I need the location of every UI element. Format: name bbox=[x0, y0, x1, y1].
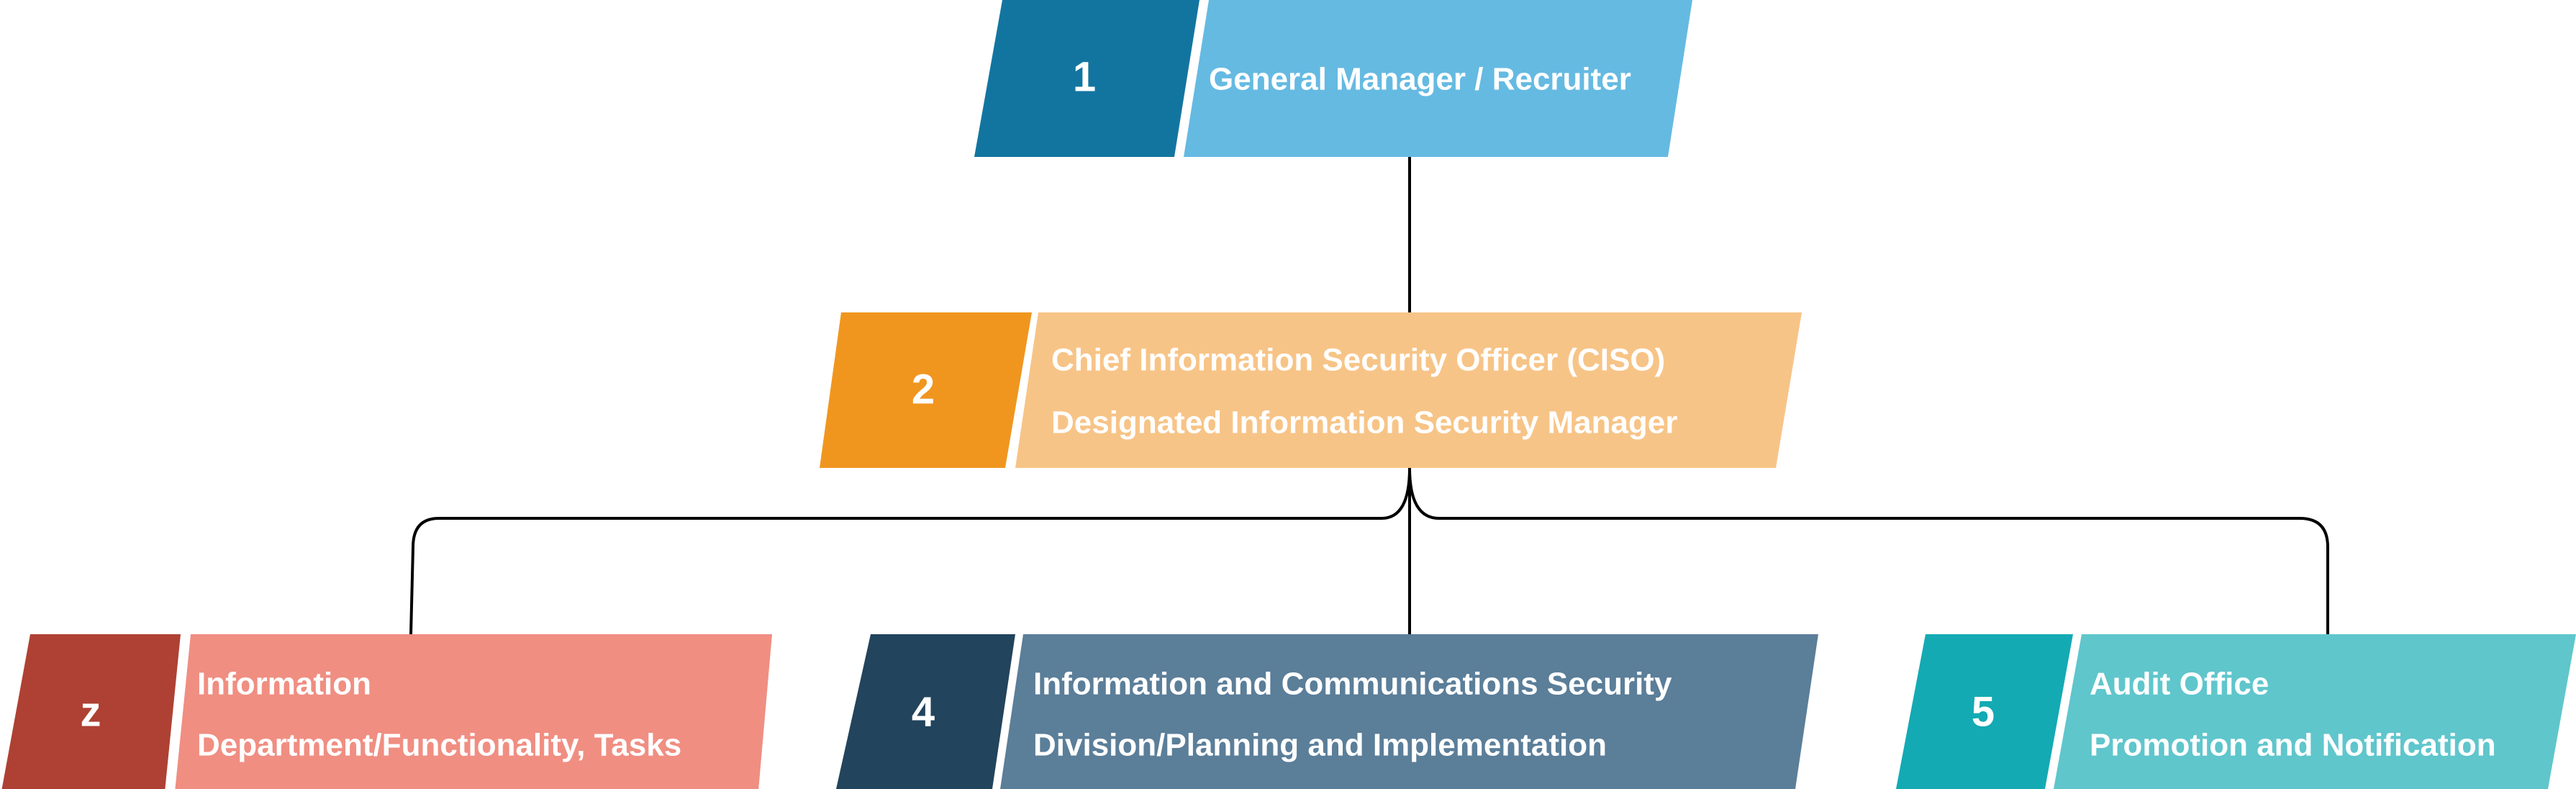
node-information-department[interactable]: z Information Department/Functionality, … bbox=[0, 634, 772, 789]
node-general-manager[interactable]: 1 General Manager / Recruiter bbox=[974, 0, 1692, 157]
node-2-label-line-1: Chief Information Security Officer (CISO… bbox=[1051, 343, 1665, 378]
node-3-number: z bbox=[81, 689, 101, 736]
node-2-label-line-2: Designated Information Security Manager bbox=[1051, 405, 1677, 441]
node-1-number: 1 bbox=[1073, 54, 1096, 101]
connector-2-3 bbox=[409, 467, 1411, 635]
node-5-number-block bbox=[1896, 634, 2073, 789]
node-5-label-line-2: Promotion and Notification bbox=[2090, 728, 2496, 763]
node-ics-division[interactable]: 4 Information and Communications Securit… bbox=[836, 634, 1818, 789]
node-audit-office[interactable]: 5 Audit Office Promotion and Notificatio… bbox=[1896, 634, 2576, 789]
connector-2-5 bbox=[1408, 467, 2329, 634]
node-5-number: 5 bbox=[1972, 689, 1995, 736]
node-2-label-block bbox=[1015, 312, 1802, 468]
node-2-number: 2 bbox=[912, 366, 935, 413]
node-2-number-block bbox=[820, 312, 1032, 468]
node-4-number: 4 bbox=[912, 689, 935, 736]
node-3-label-line-1: Information bbox=[197, 667, 371, 702]
node-3-number-block bbox=[1, 634, 181, 789]
node-1-number-block bbox=[974, 0, 1199, 157]
node-1-label-line-1: General Manager / Recruiter bbox=[1209, 62, 1631, 97]
node-4-number-block bbox=[836, 634, 1015, 789]
node-1-label-block bbox=[1184, 0, 1692, 157]
node-3-label-block bbox=[175, 634, 772, 789]
node-4-label-line-1: Information and Communications Security bbox=[1033, 667, 1672, 702]
node-3-label-line-2: Department/Functionality, Tasks bbox=[197, 728, 681, 763]
node-5-label-line-1: Audit Office bbox=[2090, 667, 2269, 702]
node-4-label-line-2: Division/Planning and Implementation bbox=[1033, 728, 1607, 763]
node-4-label-block bbox=[1000, 634, 1818, 789]
node-5-label-block bbox=[2054, 634, 2576, 789]
node-ciso[interactable]: 2 Chief Information Security Officer (CI… bbox=[820, 312, 1802, 468]
